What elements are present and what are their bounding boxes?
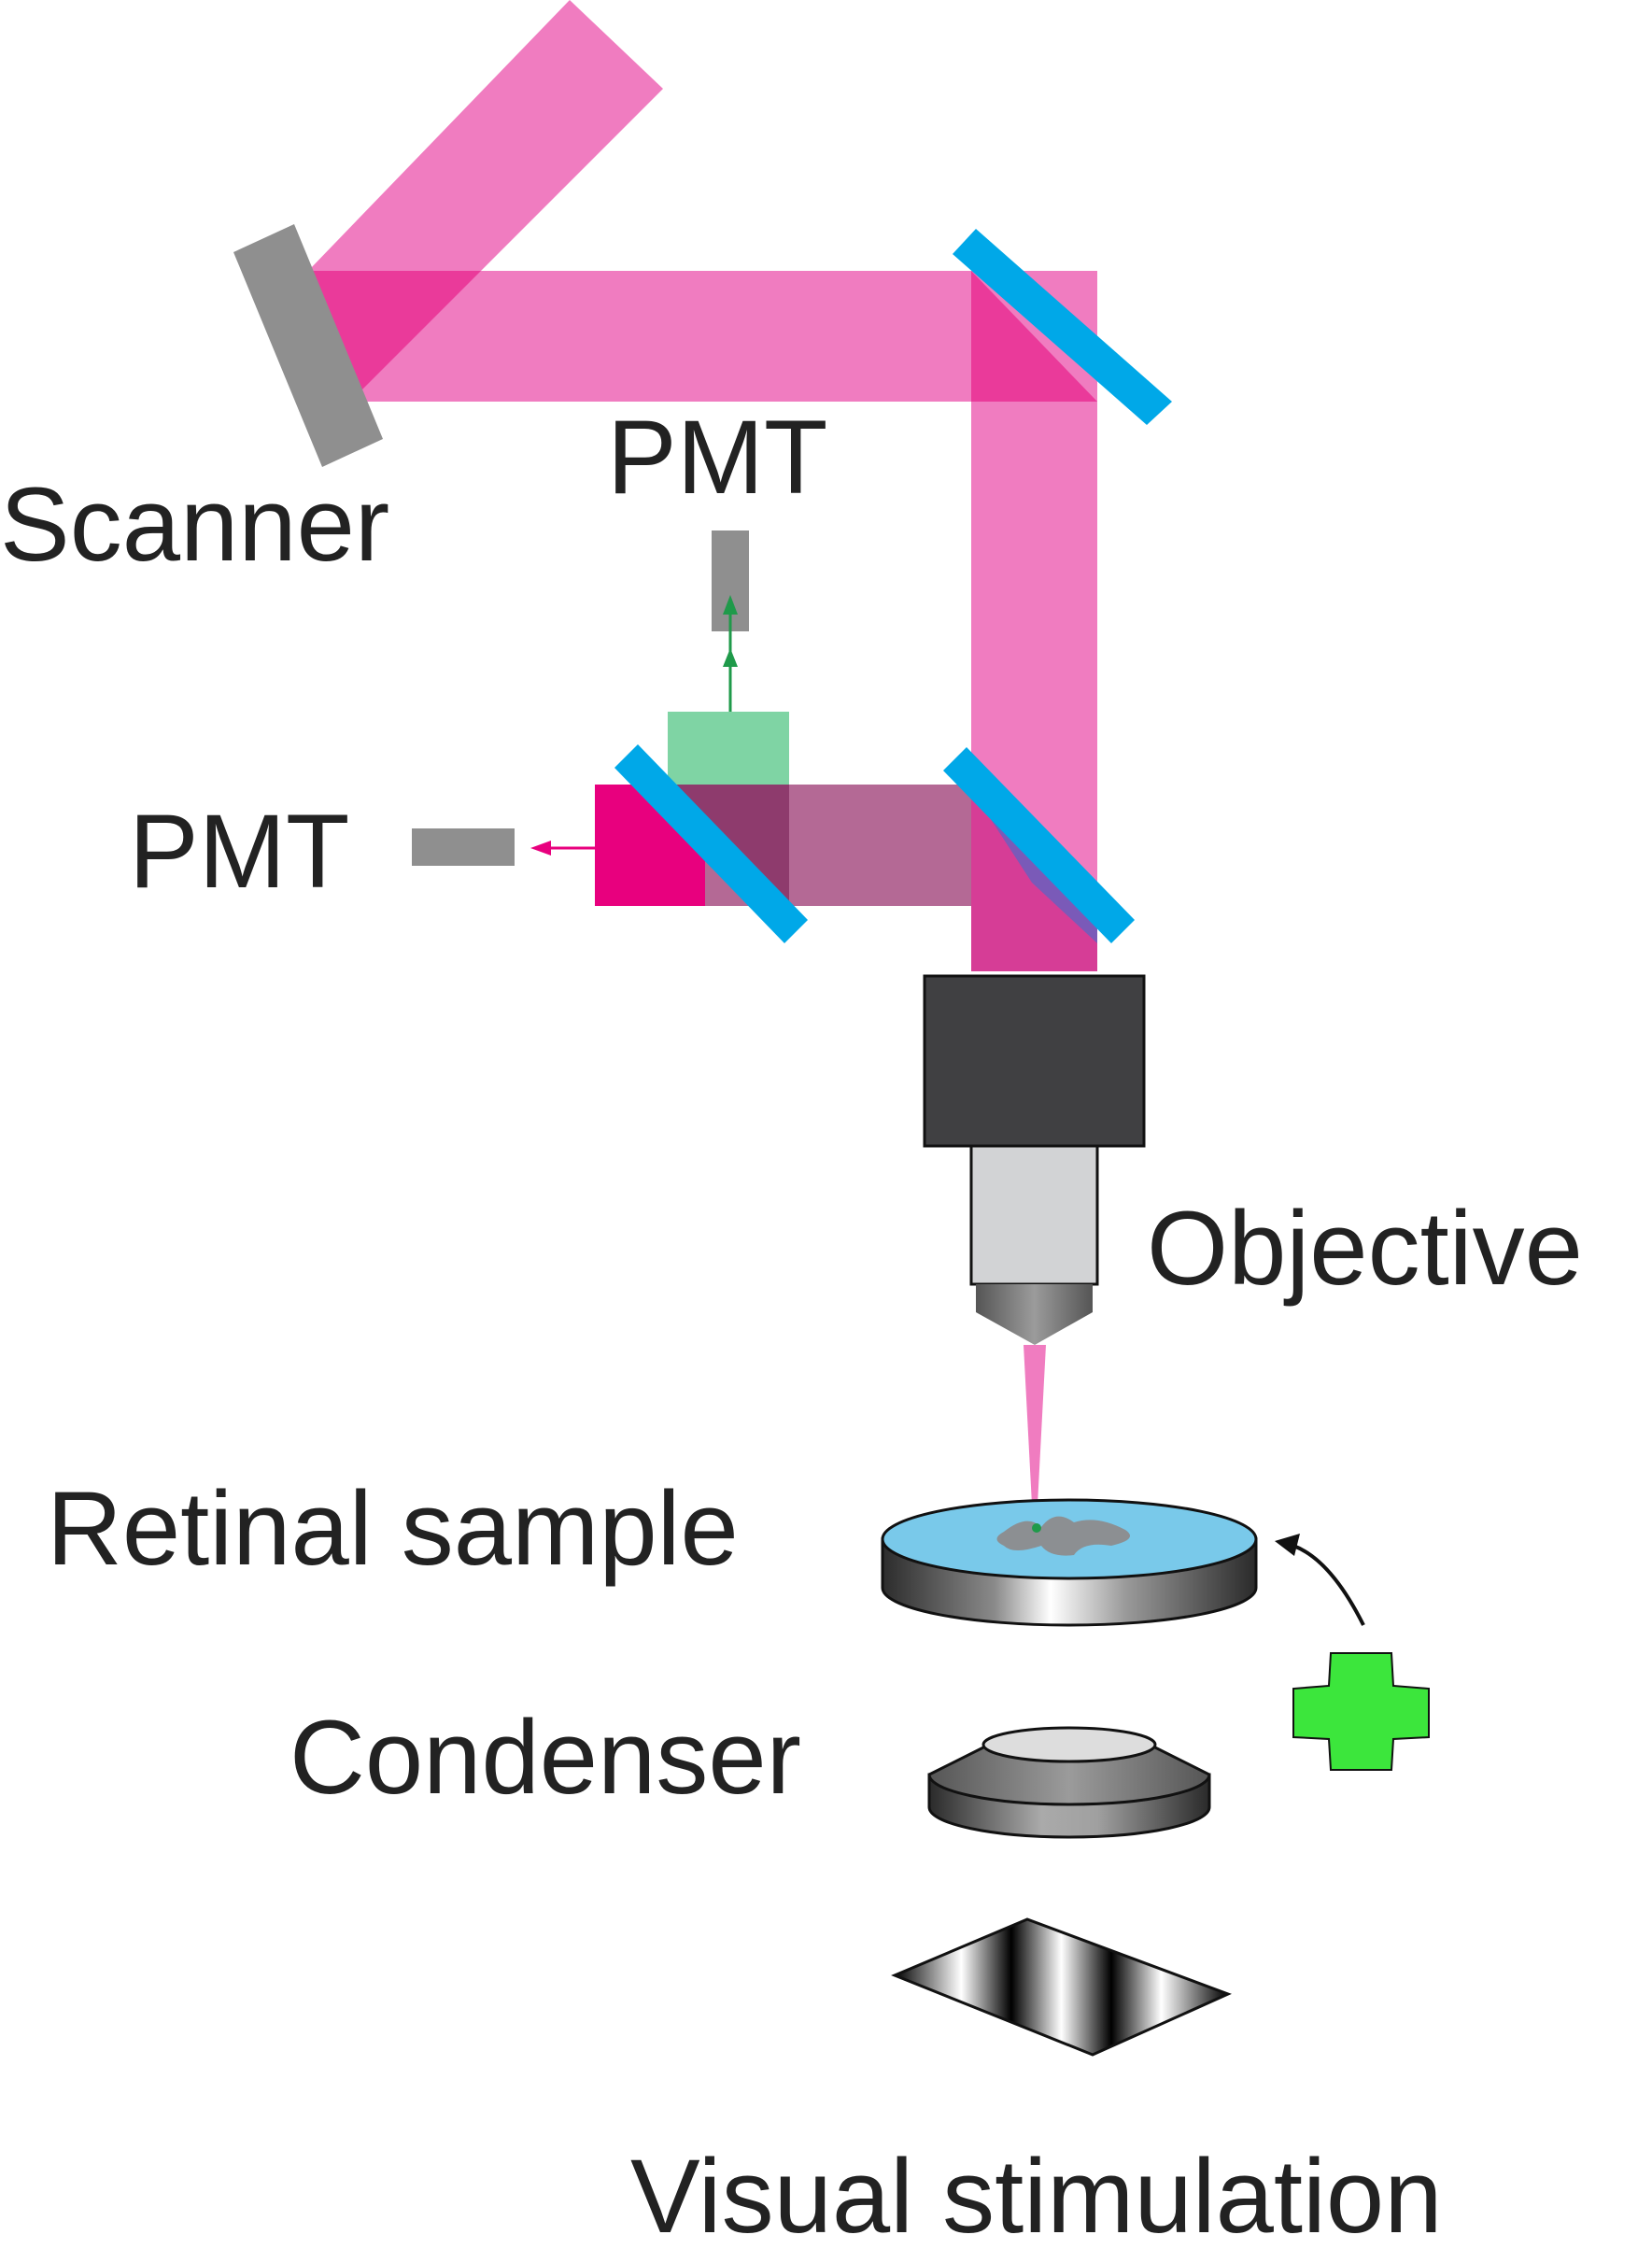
focused-beam [1024,1345,1046,1522]
label-visual-stimulation: Visual stimulation [630,2138,1442,2249]
mirror-top-right [953,229,1172,425]
laser-beam-overlap-corner [971,271,1097,402]
grating-stimulus [891,1917,1232,2057]
label-objective: Objective [1147,1190,1583,1307]
pmt-left-detector [412,828,515,866]
dichroic-mirror-right [943,747,1135,943]
retina-tissue [996,1516,1130,1556]
label-retinal-sample: Retinal sample [47,1470,739,1587]
condenser-lens [927,1726,1211,1839]
stimulus-cross-icon [1292,1652,1430,1771]
dichroic-mirror-left [614,744,808,943]
green-emission-block [668,712,789,786]
retinal-sample-dish [881,1498,1258,1627]
objective-body [923,974,1146,1148]
curved-arrow-icon [1275,1534,1365,1626]
objective-tip [976,1284,1093,1345]
objective-barrel [969,1144,1099,1286]
green-arrow-icon [723,595,738,712]
scanner-mirror [233,224,383,467]
label-pmt-top: PMT [607,399,827,516]
magenta-arrow-icon [530,841,595,856]
label-scanner: Scanner [0,466,389,583]
label-pmt-left: PMT [129,793,349,910]
label-condenser: Condenser [289,1699,801,1816]
